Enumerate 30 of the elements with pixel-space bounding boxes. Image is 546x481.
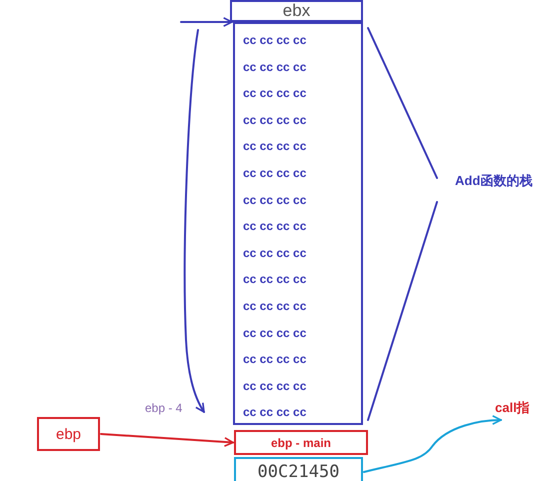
- byte-row-text: cc cc cc cc: [243, 244, 306, 262]
- byte-row-text: cc cc cc cc: [243, 164, 306, 182]
- byte-row-text: cc cc cc cc: [243, 112, 306, 129]
- bracket-label: Add函数的栈: [455, 172, 532, 190]
- byte-row-text: cc cc cc cc: [243, 404, 306, 422]
- offset-label: ebp - 4: [145, 401, 182, 415]
- address-value: 00C21450: [258, 462, 340, 481]
- register-name: ebp: [56, 426, 82, 442]
- byte-row-text: cc cc cc cc: [243, 138, 306, 156]
- byte-row-text: cc cc cc cc: [243, 218, 306, 236]
- note-label: call指: [495, 399, 530, 417]
- register-cell: [230, 0, 363, 22]
- arrow: [100, 433, 234, 447]
- byte-row-text: cc cc cc cc: [243, 378, 306, 395]
- byte-row-text: cc cc cc cc: [243, 298, 306, 315]
- arrow: [180, 17, 233, 27]
- address-cell: [234, 457, 363, 481]
- register-box: [37, 417, 100, 451]
- byte-row-text: cc cc cc cc: [243, 85, 306, 102]
- stack-cell: [234, 430, 368, 455]
- byte-row-text: cc cc cc cc: [243, 192, 306, 209]
- arrow: [363, 415, 502, 473]
- byte-row-text: cc cc cc cc: [243, 351, 306, 368]
- cell-label: ebp - main: [270, 436, 331, 450]
- byte-row-text: cc cc cc cc: [243, 271, 306, 288]
- byte-row-text: cc cc cc cc: [243, 32, 306, 49]
- register-name: ebx: [282, 1, 310, 21]
- byte-row-text: cc cc cc cc: [243, 58, 306, 76]
- byte-row-text: cc cc cc cc: [243, 324, 306, 342]
- stack-frame-box: [233, 22, 363, 425]
